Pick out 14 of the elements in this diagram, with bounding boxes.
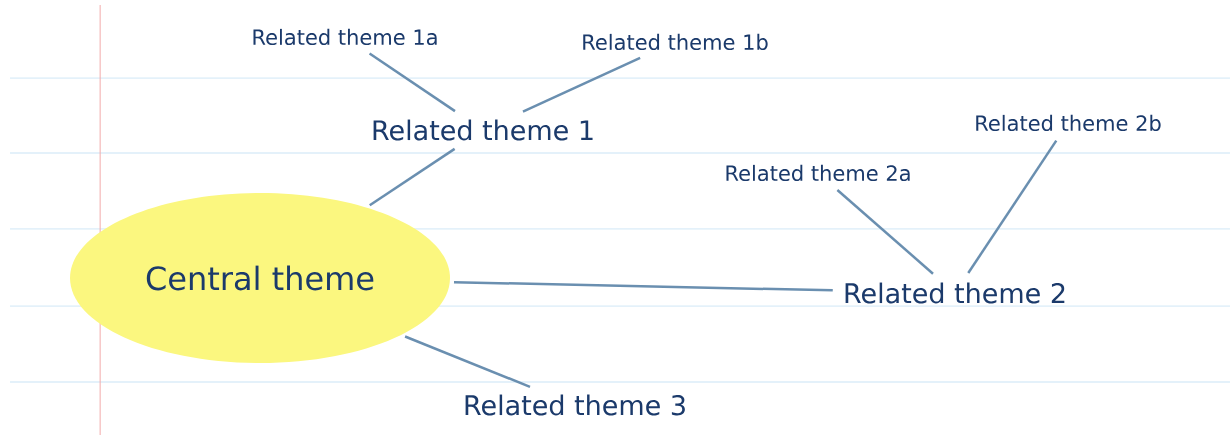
connector-line <box>522 56 641 113</box>
connector-line <box>369 147 456 207</box>
connector-line <box>836 189 934 275</box>
connector-line <box>967 139 1058 274</box>
theme-label: Related theme 1b <box>583 33 768 51</box>
theme-label: Related theme 1 <box>373 119 593 141</box>
theme-label: Related theme 3 <box>465 394 685 416</box>
connector-line <box>404 335 531 388</box>
connector-line <box>453 280 833 292</box>
theme-label: Related theme 2a <box>726 164 910 182</box>
theme-label: Related theme 1a <box>253 28 437 46</box>
theme-label: Related theme 2 <box>845 282 1065 304</box>
connector-line <box>368 52 456 113</box>
theme-label: Related theme 2b <box>976 114 1161 132</box>
